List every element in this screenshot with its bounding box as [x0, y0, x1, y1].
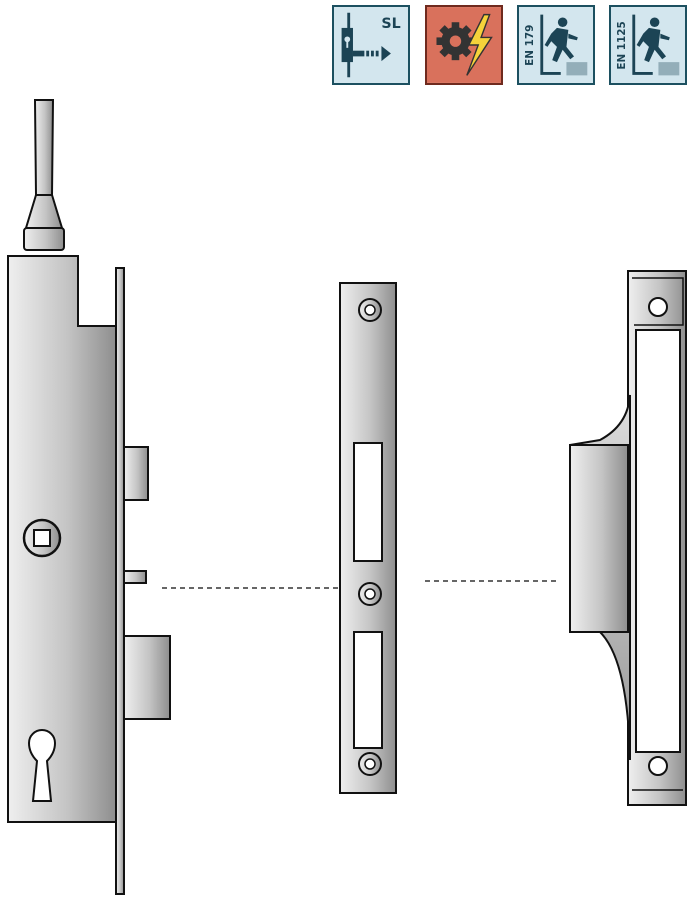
cable-icon [23, 99, 65, 251]
self-locking-bolt-icon: SL [334, 7, 408, 83]
motor-badge [425, 5, 503, 85]
panic-exit-runner-icon: EN 1125 [611, 7, 685, 83]
emergency-exit-runner-icon: EN 179 [519, 7, 593, 83]
box-strike-keeper [569, 270, 687, 806]
screw-hole-icon [358, 752, 382, 776]
en179-badge: EN 179 [517, 5, 595, 85]
sl-badge-label: SL [381, 16, 400, 32]
en1125-label: EN 1125 [616, 21, 628, 69]
euro-cylinder-hole-icon [27, 728, 57, 802]
screw-hole-icon [358, 298, 382, 322]
screw-hole-icon [648, 297, 668, 317]
screw-hole-icon [648, 756, 668, 776]
motor-lock-body [7, 255, 171, 895]
en179-label: EN 179 [524, 25, 536, 66]
spindle-square-icon [22, 518, 62, 558]
en1125-badge: EN 1125 [609, 5, 687, 85]
strike-plate [339, 282, 397, 794]
screw-hole-icon [358, 582, 382, 606]
sl-badge: SL [332, 5, 410, 85]
motor-gear-lightning-icon [427, 7, 501, 83]
